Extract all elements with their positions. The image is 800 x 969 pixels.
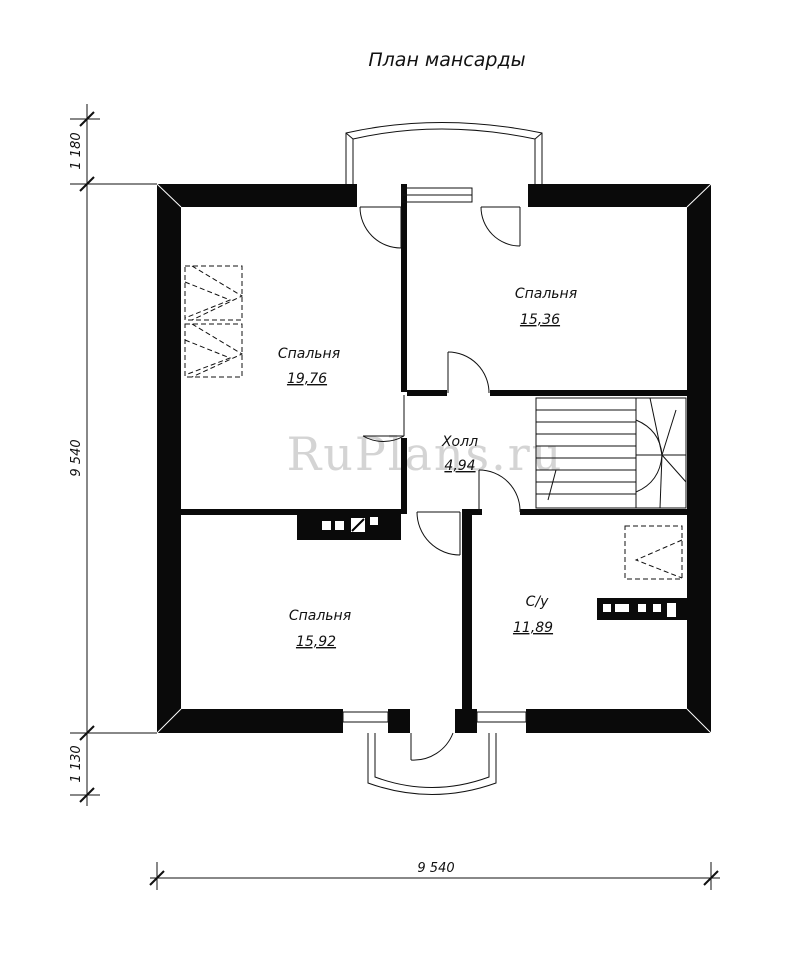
- wall-hall-bottom-stub: [462, 509, 482, 515]
- dimension-width: 9 540: [417, 861, 454, 876]
- wall-bottom-pier-left: [388, 709, 410, 733]
- top-bay-window: [345, 122, 543, 203]
- skylights: [184, 265, 683, 580]
- room-area-hall: 4,94: [444, 458, 475, 474]
- room-area-bedroom-3: 15,92: [296, 634, 336, 650]
- wall-right: [687, 184, 711, 733]
- vertical-dimension: [70, 104, 157, 806]
- wall-vertical-upper: [401, 184, 407, 392]
- dimension-bottom-bay: 1 130: [69, 745, 84, 782]
- wall-hall-top-left: [407, 390, 447, 396]
- exterior-walls: [157, 184, 711, 733]
- wall-left: [157, 184, 181, 733]
- wall-corner-lines: [156, 183, 712, 734]
- dimension-top-bay: 1 180: [69, 132, 84, 169]
- plan-title: План мансарды: [368, 49, 525, 71]
- wall-bath-left: [462, 510, 472, 709]
- room-name-bedroom-2: Спальня: [515, 286, 577, 302]
- wall-bottom-right: [526, 709, 711, 733]
- horizontal-dimension: [149, 862, 720, 890]
- wall-bottom-pier-right: [455, 709, 477, 733]
- wall-vertical-hall: [401, 438, 407, 514]
- room-name-bathroom: С/у: [526, 594, 549, 610]
- wall-middle-left: [181, 509, 401, 515]
- room-name-bedroom-3: Спальня: [289, 608, 351, 624]
- room-area-bathroom: 11,89: [513, 620, 553, 636]
- wall-top-left: [157, 184, 357, 207]
- bottom-bay-window: [342, 711, 527, 795]
- wall-top-right: [528, 184, 711, 207]
- room-name-hall: Холл: [441, 434, 478, 450]
- wall-bottom-left: [157, 709, 343, 733]
- room-area-bedroom-2: 15,36: [520, 312, 560, 328]
- doors: [359, 206, 521, 761]
- room-area-bedroom-1: 19,76: [287, 371, 327, 387]
- vent-block-left: [297, 513, 401, 540]
- watermark: RuPlans.ru: [287, 427, 564, 481]
- vent-block-right: [597, 598, 687, 620]
- room-name-bedroom-1: Спальня: [278, 346, 340, 362]
- wall-middle-right: [520, 509, 687, 515]
- dimension-height: 9 540: [69, 439, 84, 476]
- staircase: [535, 397, 687, 509]
- interior-walls: [181, 184, 687, 709]
- wall-hall-top-right: [490, 390, 687, 396]
